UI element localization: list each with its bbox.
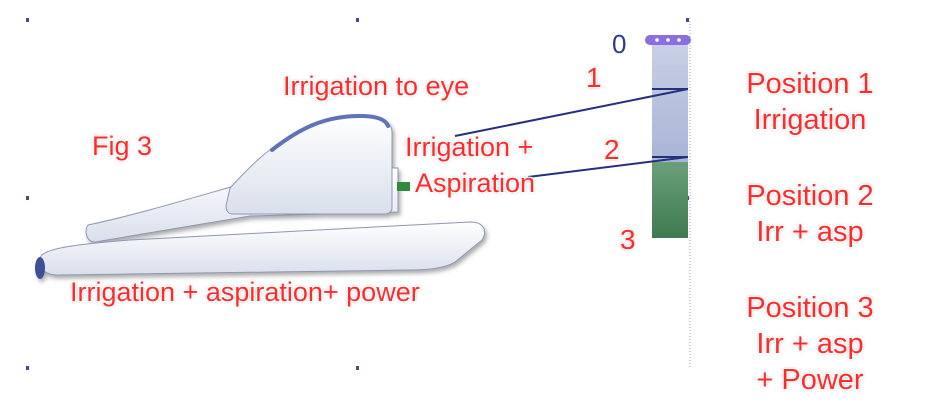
position-3-description: Position 3 Irr + asp + Power bbox=[725, 290, 895, 398]
scale-segment-position-3 bbox=[652, 162, 688, 238]
position-3-detail-extra: + Power bbox=[756, 364, 864, 396]
position-2-description: Position 2 Irr + asp bbox=[725, 178, 895, 250]
position-2-title: Position 2 bbox=[746, 180, 874, 212]
label-irrigation-plus: Irrigation + bbox=[405, 132, 534, 162]
scale-mark-2: 2 bbox=[604, 134, 620, 165]
connector-line-2 bbox=[527, 156, 689, 178]
pedal-nose bbox=[35, 257, 45, 279]
label-irrigation-to-eye: Irrigation to eye bbox=[283, 71, 470, 101]
pedal-green-tab bbox=[397, 182, 410, 191]
scale-mark-3: 3 bbox=[620, 224, 636, 255]
foot-pedal-drawing bbox=[35, 113, 485, 279]
scale-segment-position-1-2 bbox=[652, 42, 688, 162]
fig-label: Fig 3 bbox=[92, 131, 153, 161]
pedal-scale-bar bbox=[645, 35, 691, 238]
position-2-detail: Irr + asp bbox=[756, 216, 864, 248]
connector-line-1 bbox=[454, 88, 689, 137]
scale-mark-0: 0 bbox=[612, 29, 627, 59]
label-irrigation-aspiration-power: Irrigation + aspiration+ power bbox=[70, 277, 420, 307]
label-aspiration: Aspiration bbox=[415, 168, 536, 198]
pedal-top-edge bbox=[270, 113, 390, 152]
position-1-detail: Irrigation bbox=[753, 104, 867, 136]
pedal-housing bbox=[225, 115, 393, 215]
pedal-base bbox=[39, 221, 485, 276]
position-3-detail: Irr + asp bbox=[756, 328, 864, 360]
position-1-title: Position 1 bbox=[746, 68, 874, 100]
position-1-description: Position 1 Irrigation bbox=[725, 66, 895, 138]
position-3-title: Position 3 bbox=[746, 292, 874, 324]
scale-mark-1: 1 bbox=[586, 62, 602, 93]
